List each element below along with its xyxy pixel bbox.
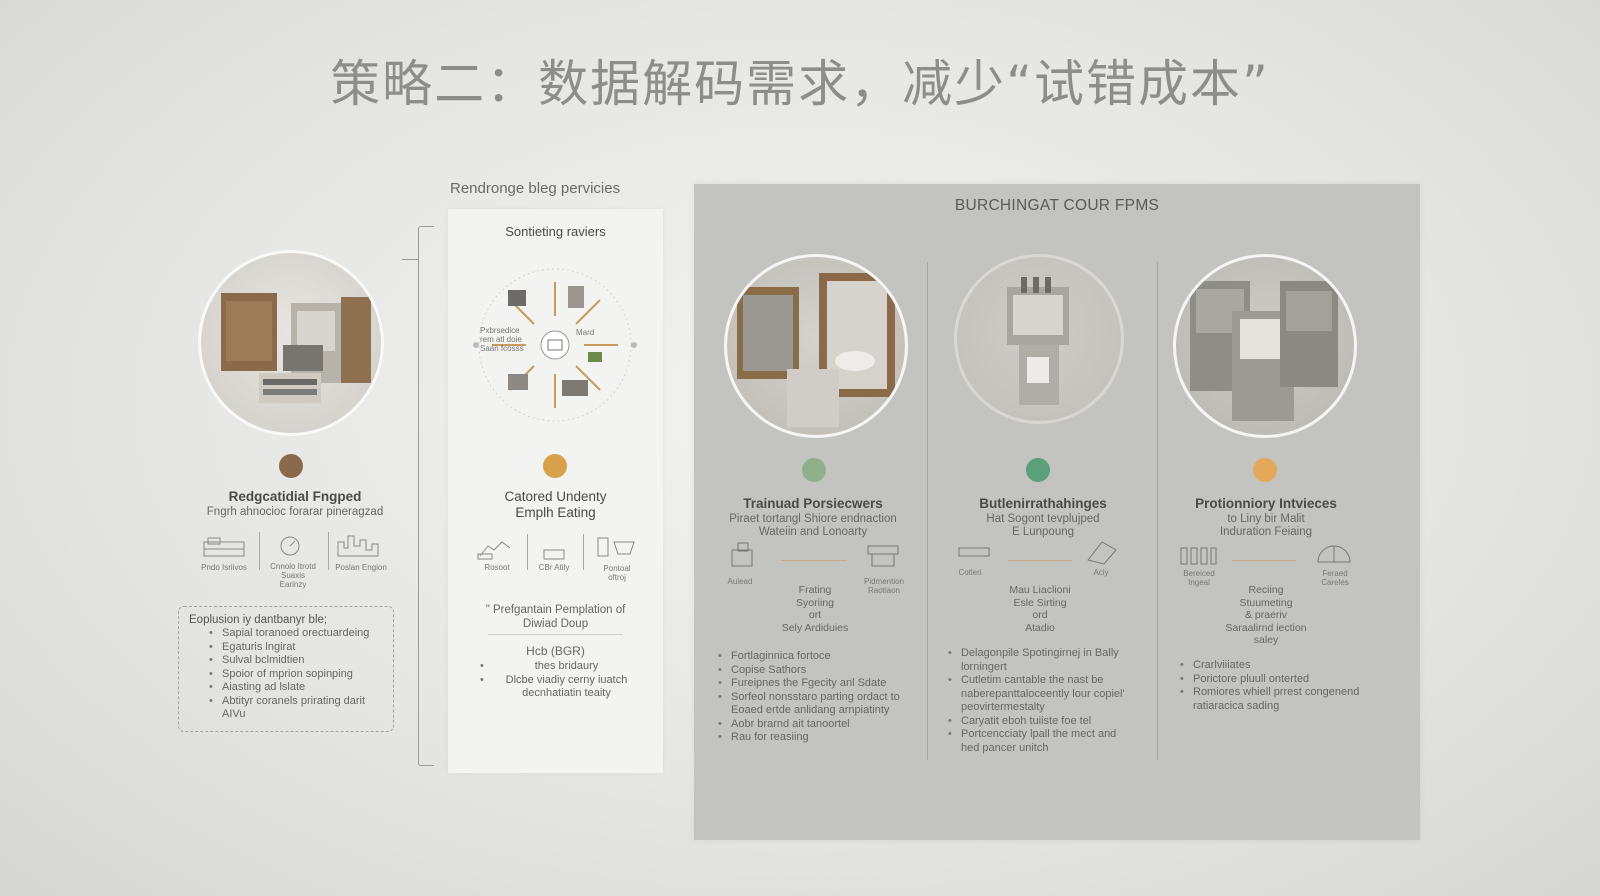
divider (488, 634, 623, 635)
list-item: Aiasting ad lslate (209, 681, 383, 695)
tray-icon (955, 542, 995, 567)
connector-line (1008, 560, 1072, 561)
col-heading: Butlenirrathahinges (979, 496, 1107, 511)
col-heading: Trainuad Porsiecwers (743, 496, 883, 511)
panel-title: Sontieting raviers (505, 224, 606, 239)
icon-label: Poslan Engion (335, 563, 387, 572)
list-item: Dlcbe viadiy cerny iuatch decnhatiatin t… (480, 674, 640, 701)
list-item: Delagonpile Spotingirnej in Bally lornin… (948, 647, 1133, 674)
sub-title: Hcb (BGR) (526, 644, 585, 658)
col-subtitle: Fngrh ahnocioc forarar pineragzad (206, 506, 384, 518)
icon-label: Pndo Isriivos (201, 563, 247, 572)
gauge-icon (276, 534, 304, 563)
right-group-header: BURCHINGAT COUR FPMS (954, 197, 1160, 214)
list-item: Sorfeol nonsstaro parting ordact to Eoae… (718, 691, 918, 718)
group-bracket (418, 226, 434, 766)
list-item: Sapial toranoed orectuardeing (209, 627, 383, 641)
connector-line (781, 560, 847, 561)
list-item: Copise Sathors (718, 664, 918, 678)
wheel-label: Pxbrsedice rem atl doie Saan fcosss (480, 326, 524, 353)
icon-label: Rosoot (484, 563, 510, 572)
hand-icon (476, 536, 516, 565)
icon-label: Aciy (1093, 568, 1109, 577)
col-subtitle: to Liny bir Malit Induration Feiaing (1219, 513, 1313, 538)
icon-label: Auiead (727, 577, 753, 586)
list-item: Porictore pluull onterted (1180, 673, 1380, 687)
wheel-label: Mard (576, 328, 595, 337)
caption: " Prefgantain Pemplation of Diwiad Doup (485, 604, 626, 630)
col-heading: Redgcatidial Fngped (228, 489, 362, 504)
col-heading: Protionniory Intvieces (1195, 496, 1337, 511)
icon-label: Cotleri (958, 568, 982, 577)
divider (583, 534, 584, 570)
icon-label: Pidmention Raotiaon (863, 577, 905, 595)
category-dot (802, 458, 826, 482)
col-list: Crarlviiiates Porictore pluull onterted … (1180, 659, 1380, 713)
icon-label: CBr Atily (538, 563, 570, 572)
globe-icon (1314, 538, 1354, 571)
category-dot (1253, 458, 1277, 482)
category-dot (543, 454, 567, 478)
connector-line (1232, 560, 1296, 561)
cart-icon (594, 534, 640, 565)
box-icon (728, 540, 758, 575)
list-item: Egaturis lngirat (209, 641, 383, 655)
col-heading: Catored Undenty Emplh Eating (504, 489, 607, 520)
divider (259, 532, 260, 570)
machine-illustration (1173, 254, 1357, 438)
list-item: Spoior of mprion sopinping (209, 668, 383, 682)
column-divider (1157, 262, 1158, 760)
icon-label: Cnnolo Itrotd Suaxis Earinzy (270, 562, 316, 589)
list-item: Aobr brarnd ait tanoortel (718, 718, 918, 732)
page-title: 策略二：数据解码需求，减少“试错成本” (330, 55, 1270, 113)
col-list: Fortlaginnica fortoce Copise Sathors Fur… (718, 650, 918, 745)
info-box-title: Eoplusion iy dantbanyr ble; (189, 614, 328, 626)
flow-label: Frating Syoriing ort Sely Ardiduies (781, 584, 849, 634)
info-box: Eoplusion iy dantbanyr ble; Sapial toran… (178, 606, 394, 732)
flow-label: Mau Liaclioni Esle Sirting ord Atadio (1009, 584, 1071, 634)
col-subtitle: Piraet tortangl Shiore endnaction Wateii… (729, 513, 897, 538)
left-group-header: Rendronge bleg pervicies (450, 180, 621, 197)
rack-icon (200, 534, 248, 565)
list-item: Crarlviiiates (1180, 659, 1380, 673)
list-item: Abtityr coranels prirating darit AIVu (209, 695, 383, 722)
bracket-tick (402, 259, 418, 260)
col-subtitle: Hat Sogont tevplujped E Lunpoung (986, 513, 1100, 538)
category-dot (279, 454, 303, 478)
category-dot (1026, 458, 1050, 482)
list-item: Cutletim cantable the nast be naberepant… (948, 674, 1133, 715)
cabinet-illustration (198, 250, 384, 436)
flow-label: Reciing Stuumeting & praeriv Saraalirnd … (1225, 584, 1307, 646)
col-list: Delagonpile Spotingirnej in Bally lornin… (948, 647, 1133, 755)
icon-label: Bereiced Ingeal (1183, 569, 1215, 587)
list-item: Rau for reasiing (718, 731, 918, 745)
process-wheel (470, 260, 640, 430)
list-item: Romiores whiell prrest congenend ratiara… (1180, 686, 1380, 713)
equipment-illustration (954, 254, 1124, 424)
icon-label: Feraed Careles (1321, 569, 1349, 587)
skyline-icon (336, 532, 384, 563)
info-box-list: Sapial toranoed orectuardeing Egaturis l… (209, 627, 383, 722)
cabinet-illustration (724, 254, 908, 438)
divider (328, 532, 329, 570)
bottles-icon (1178, 540, 1218, 571)
list-item: Fureipnes the Fgecity anl Sdate (718, 677, 918, 691)
list-item: Portcencciaty lpall the mect and hed pan… (948, 728, 1133, 755)
list-item: Sulval bclmidtien (209, 654, 383, 668)
column-divider (927, 262, 928, 760)
col-list: thes bridaury Dlcbe viadiy cerny iuatch … (480, 660, 640, 701)
list-item: Caryatit eboh tuiiste foe tel (948, 715, 1133, 729)
divider (527, 534, 528, 570)
money-icon (542, 548, 566, 567)
list-item: thes bridaury (480, 660, 640, 674)
document-icon (1082, 538, 1120, 571)
list-item: Fortlaginnica fortoce (718, 650, 918, 664)
icon-label: Pontoal oftroj (603, 564, 631, 582)
press-icon (864, 540, 904, 575)
